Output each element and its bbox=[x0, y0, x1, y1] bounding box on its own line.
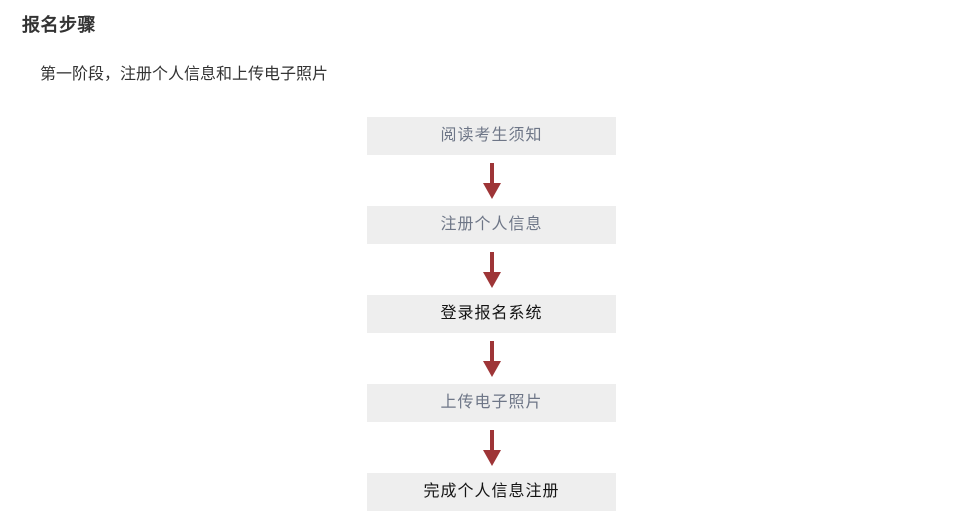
arrow-row bbox=[367, 333, 616, 384]
down-arrow-icon bbox=[482, 429, 501, 466]
arrow-row bbox=[367, 422, 616, 473]
step-login-registration-system: 登录报名系统 bbox=[367, 295, 616, 333]
down-arrow-icon bbox=[482, 251, 501, 288]
step-complete-personal-info-registration: 完成个人信息注册 bbox=[367, 473, 616, 511]
down-arrow-icon bbox=[482, 162, 501, 199]
down-arrow-icon bbox=[482, 340, 501, 377]
arrow-row bbox=[367, 244, 616, 295]
flow-diagram: 阅读考生须知 注册个人信息 登录报名系统 上传电子照片 bbox=[367, 117, 616, 511]
step-read-candidate-notice[interactable]: 阅读考生须知 bbox=[367, 117, 616, 155]
page-subtitle: 第一阶段，注册个人信息和上传电子照片 bbox=[40, 66, 329, 83]
step-register-personal-info[interactable]: 注册个人信息 bbox=[367, 206, 616, 244]
page-title: 报名步骤 bbox=[22, 15, 96, 35]
arrow-row bbox=[367, 155, 616, 206]
step-upload-electronic-photo[interactable]: 上传电子照片 bbox=[367, 384, 616, 422]
